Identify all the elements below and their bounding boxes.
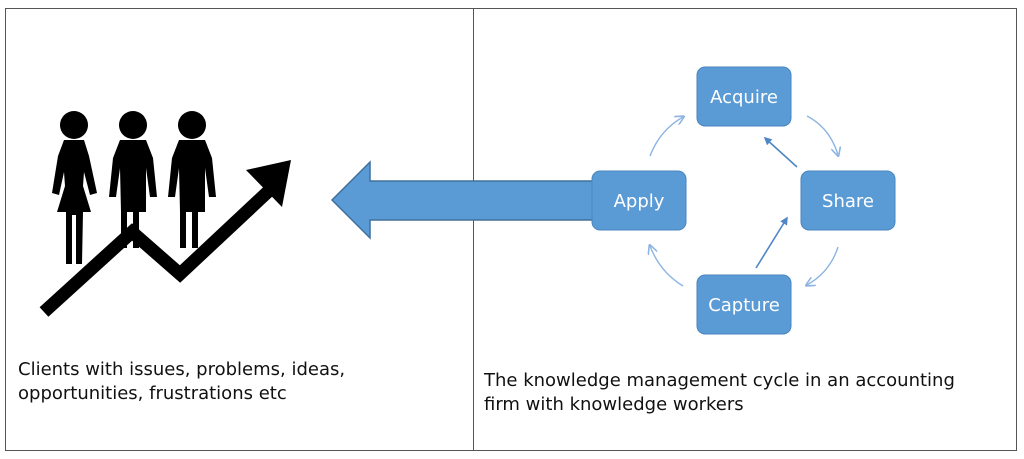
outer-frame (5, 8, 1017, 451)
node-label-capture: Capture (708, 295, 780, 316)
people-growth-icon (39, 111, 291, 317)
node-label-apply: Apply (614, 191, 665, 212)
cycle-node-apply: Apply (591, 170, 687, 231)
person-left-icon (52, 111, 97, 264)
left-caption: Clients with issues, problems, ideas, op… (18, 358, 345, 406)
cycle-node-share: Share (800, 170, 896, 231)
inner-arrow-capture-to-share (755, 216, 788, 269)
person-right-icon (168, 111, 216, 248)
inner-arrow-share-to-acquire (763, 136, 798, 168)
left-caption-line-2: opportunities, frustrations etc (18, 383, 287, 404)
cycle-node-acquire: Acquire (696, 66, 792, 127)
cycle-arrow-capture-to-apply (650, 246, 684, 287)
right-caption-line-2: firm with knowledge workers (484, 394, 744, 415)
person-middle-icon (109, 111, 157, 248)
rising-trend-arrow-icon (39, 160, 291, 317)
node-label-share: Share (822, 191, 874, 212)
left-caption-line-1: Clients with issues, problems, ideas, (18, 359, 346, 380)
cycle-arrow-apply-to-acquire (649, 117, 683, 157)
big-left-arrow (330, 160, 595, 240)
right-caption: The knowledge management cycle in an acc… (484, 369, 955, 417)
node-label-acquire: Acquire (710, 87, 778, 108)
cycle-node-capture: Capture (696, 274, 792, 335)
cycle-arrow-acquire-to-share (806, 115, 838, 155)
cycle-arrow-share-to-capture (807, 246, 839, 285)
right-caption-line-1: The knowledge management cycle in an acc… (484, 370, 955, 391)
